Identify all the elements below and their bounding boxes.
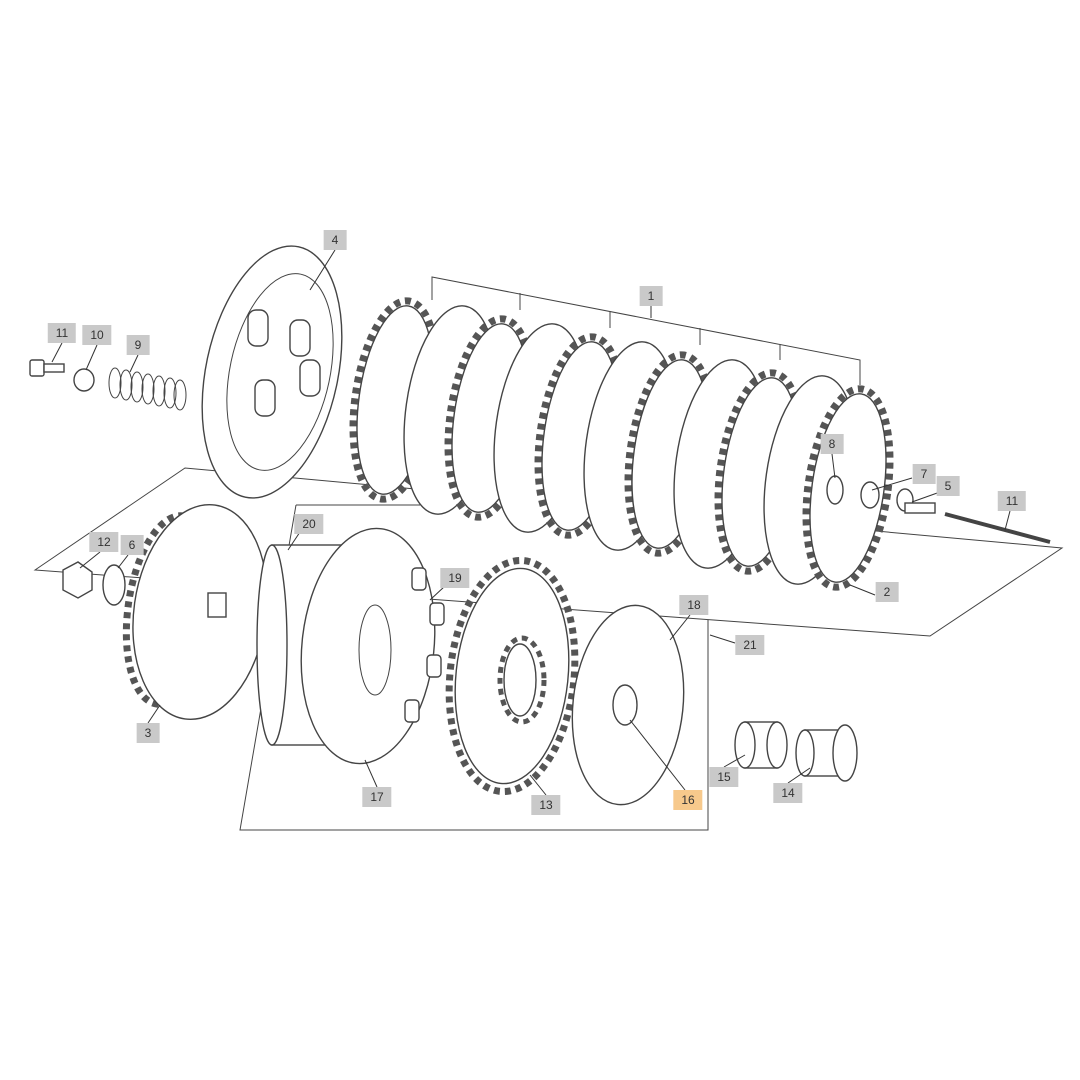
part-label-20[interactable]: 20 [294,514,324,534]
part-label-8[interactable]: 8 [820,434,844,454]
part-label-15[interactable]: 15 [709,767,739,787]
part-label-6[interactable]: 6 [120,535,144,555]
clutch-plates [349,297,894,591]
dampers [404,567,445,723]
clutch-spring [108,367,187,411]
spring-cup [73,368,95,392]
part-label-1[interactable]: 1 [639,286,663,306]
part-label-3[interactable]: 3 [136,723,160,743]
clutch-hub [256,527,436,765]
washer-6 [102,564,126,606]
part-label-14[interactable]: 14 [773,783,803,803]
pushrod-end [896,488,936,514]
bearing-7 [860,481,880,509]
part-label-16-highlighted[interactable]: 16 [673,790,703,810]
part-label-13[interactable]: 13 [531,795,561,815]
part-label-18[interactable]: 18 [679,595,709,615]
nut [62,561,93,599]
part-label-5[interactable]: 5 [936,476,960,496]
part-label-19[interactable]: 19 [440,568,470,588]
part-label-21[interactable]: 21 [735,635,765,655]
part-label-11[interactable]: 11 [47,323,77,343]
bolt [29,359,65,377]
part-label-4[interactable]: 4 [323,230,347,250]
clutch-basket [122,503,268,721]
bushing [795,724,858,782]
thrust-disc [571,604,685,806]
pressure-plate [201,245,343,499]
plates-bracket [431,276,861,385]
part-label-2[interactable]: 2 [875,582,899,602]
pushrod [944,512,1051,544]
needle-bearing [734,721,788,769]
leader-lines [51,249,1011,796]
part-label-12[interactable]: 12 [89,532,119,552]
part-label-7[interactable]: 7 [912,464,936,484]
part-label-9[interactable]: 9 [126,335,150,355]
part-label-10[interactable]: 10 [82,325,112,345]
primary-gear [445,556,579,796]
part-label-17[interactable]: 17 [362,787,392,807]
part-label-11-pushrod[interactable]: 11 [997,491,1027,511]
